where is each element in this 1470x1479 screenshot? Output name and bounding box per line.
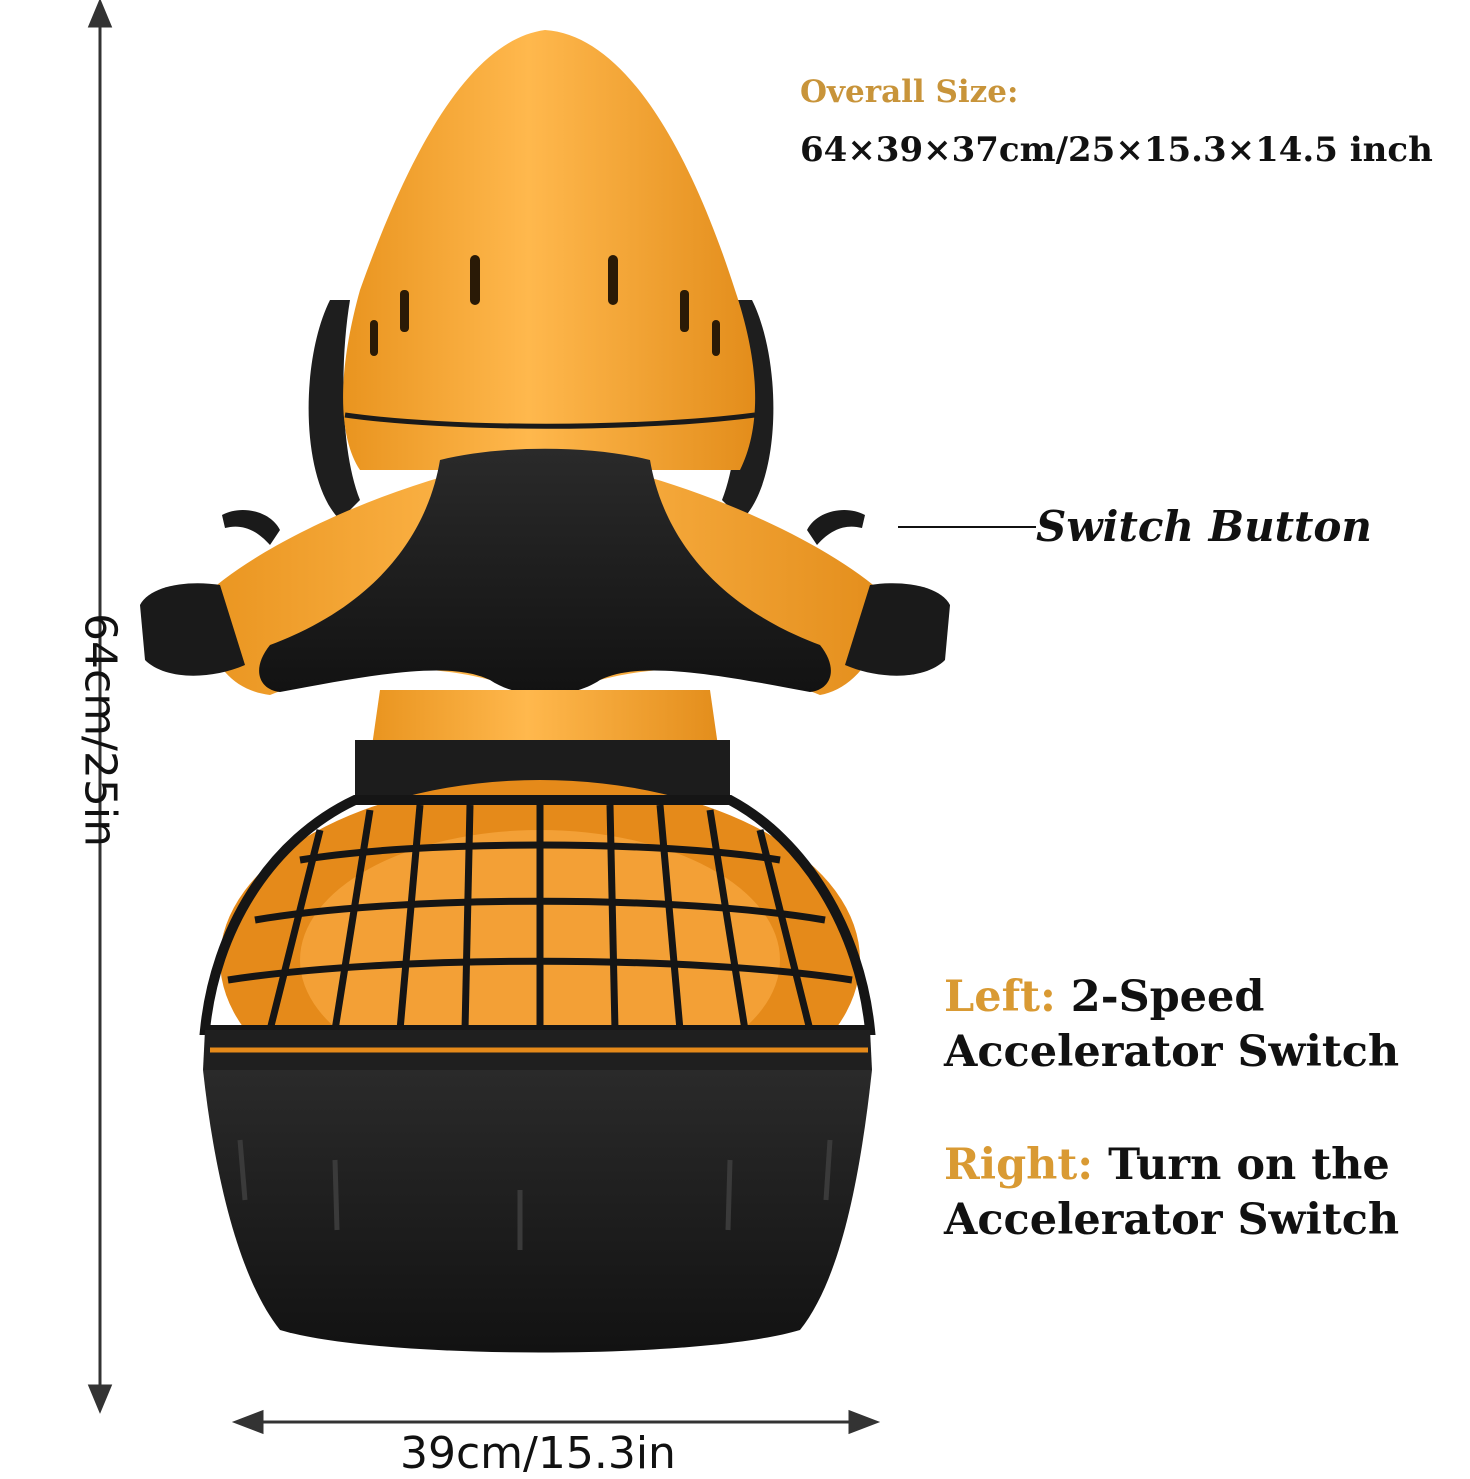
right-trigger bbox=[807, 510, 865, 545]
width-dimension-arrow bbox=[231, 1409, 881, 1435]
left-line2: Accelerator Switch bbox=[944, 1027, 1400, 1077]
cage-grid bbox=[227, 804, 853, 1031]
right-line1: Turn on the bbox=[1093, 1140, 1390, 1190]
right-line2: Accelerator Switch bbox=[944, 1195, 1400, 1245]
left-grip bbox=[140, 583, 245, 676]
bottom-housing bbox=[203, 1070, 872, 1353]
overall-size-value: 64×39×37cm/25×15.3×14.5 inch bbox=[800, 130, 1433, 170]
height-dimension: 64cm/25in bbox=[50, 520, 150, 940]
vent-slots bbox=[370, 255, 720, 356]
overall-size-title: Overall Size: bbox=[800, 74, 1019, 110]
left-key: Left: bbox=[944, 972, 1056, 1022]
switch-button-label: Switch Button bbox=[1036, 502, 1372, 551]
left-switch-note: Left: 2-Speed Accelerator Switch bbox=[944, 970, 1399, 1080]
right-grip bbox=[845, 583, 950, 676]
face-plate bbox=[259, 448, 831, 695]
height-dimension-arrow bbox=[87, 0, 113, 1414]
right-key: Right: bbox=[944, 1140, 1094, 1190]
height-dimension-label: 64cm/25in bbox=[74, 613, 126, 847]
nose-cone bbox=[343, 30, 756, 470]
left-side-wing bbox=[308, 300, 360, 520]
left-line1: 2-Speed bbox=[1055, 972, 1265, 1022]
switch-button-leader-line bbox=[898, 526, 1036, 528]
right-switch-note: Right: Turn on the Accelerator Switch bbox=[944, 1138, 1399, 1248]
width-dimension-label: 39cm/15.3in bbox=[400, 1428, 676, 1479]
left-trigger bbox=[222, 510, 280, 545]
